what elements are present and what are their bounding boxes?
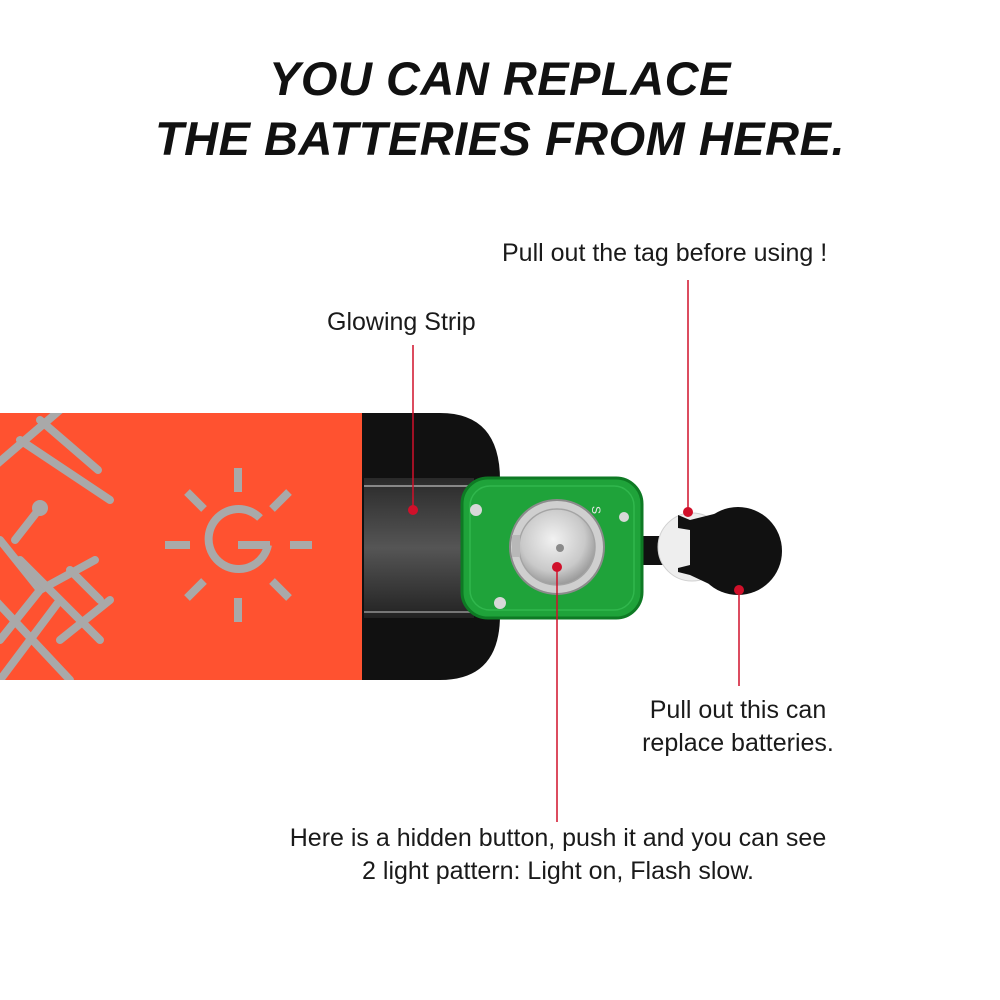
pcb-silkscreen-s: S [589, 506, 603, 514]
glowing-strip-tape [364, 478, 474, 618]
reflective-pattern [0, 413, 114, 680]
button-callout-line-1: Here is a hidden button, push it and you… [289, 824, 827, 852]
callout-pointers [408, 280, 744, 822]
coin-battery [509, 499, 605, 595]
strip-callout: Glowing Strip [327, 308, 476, 336]
pull-tab-head [678, 507, 782, 595]
pull-tab-callout-line-1: Pull out this can [649, 696, 827, 724]
button-callout-line-2: 2 light pattern: Light on, Flash slow. [362, 857, 754, 885]
sun-icon [165, 468, 312, 622]
tag-callout: Pull out the tag before using ! [502, 239, 828, 267]
pull-tab-callout-line-2: replace batteries. [642, 729, 834, 757]
glowing-strip-band [0, 413, 362, 680]
headline-line-2: THE BATTERIES FROM HERE. [154, 112, 846, 165]
headline-line-1: YOU CAN REPLACE [269, 52, 731, 105]
